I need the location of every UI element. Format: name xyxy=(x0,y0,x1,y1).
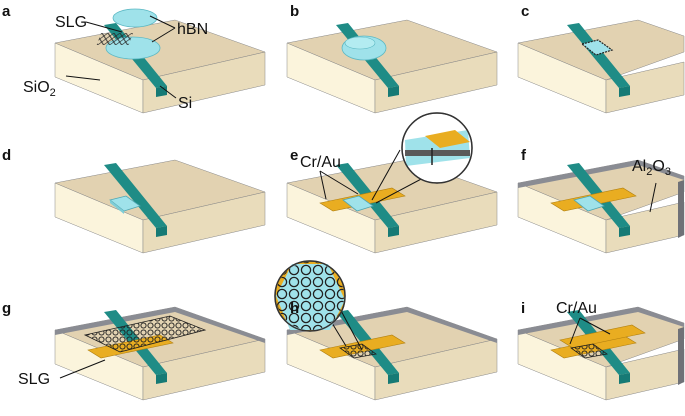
label-hbn: hBN xyxy=(177,21,208,38)
panel-h: h xyxy=(274,260,498,401)
label-slg-g: SLG xyxy=(18,371,50,388)
panel-label-h: h xyxy=(290,300,299,317)
panel-label-g: g xyxy=(2,300,11,317)
graphene-flake-a xyxy=(96,33,133,45)
panel-i: i Cr/Au xyxy=(517,300,685,401)
al2o3-layer-g xyxy=(55,307,265,343)
label-sio2: SiO2 xyxy=(23,79,56,99)
label-si: Si xyxy=(178,95,192,112)
panel-b: b xyxy=(286,3,498,114)
patterned-graphene-i xyxy=(569,343,609,359)
panel-label-d: d xyxy=(2,147,11,164)
patterned-hbn-d xyxy=(109,195,141,212)
panel-label-f: f xyxy=(521,147,527,164)
panel-label-i: i xyxy=(521,300,525,317)
panel-e: e Cr/Au xyxy=(286,112,498,254)
panel-label-e: e xyxy=(290,147,298,164)
patterned-graphene-h xyxy=(338,343,378,359)
substrate-a xyxy=(54,19,266,114)
lattice-zoom-inset-h xyxy=(274,260,346,332)
label-slg-a: SLG xyxy=(55,14,87,31)
label-crau-e: Cr/Au xyxy=(300,154,341,171)
panel-a: a SLG hBN SiO2 Si xyxy=(2,3,266,114)
label-crau-i: Cr/Au xyxy=(556,300,597,317)
panel-c: c xyxy=(517,3,685,114)
panel-label-a: a xyxy=(2,3,11,20)
etched-stack-c xyxy=(580,39,614,56)
panel-label-c: c xyxy=(521,3,529,20)
panel-g: g SLG xyxy=(2,300,266,401)
panel-f: f Al2O3 xyxy=(517,147,685,254)
panel-label-b: b xyxy=(290,3,299,20)
panel-d: d xyxy=(2,147,266,254)
label-al2o3: Al2O3 xyxy=(632,158,671,178)
graphene-sheet-g xyxy=(83,315,207,353)
zoom-inset-e xyxy=(401,112,473,184)
si-channel-c xyxy=(567,23,630,88)
si-channel-d xyxy=(104,163,167,228)
hbn-top-flake-a xyxy=(112,8,158,28)
gold-contacts-i-upper xyxy=(559,324,646,349)
